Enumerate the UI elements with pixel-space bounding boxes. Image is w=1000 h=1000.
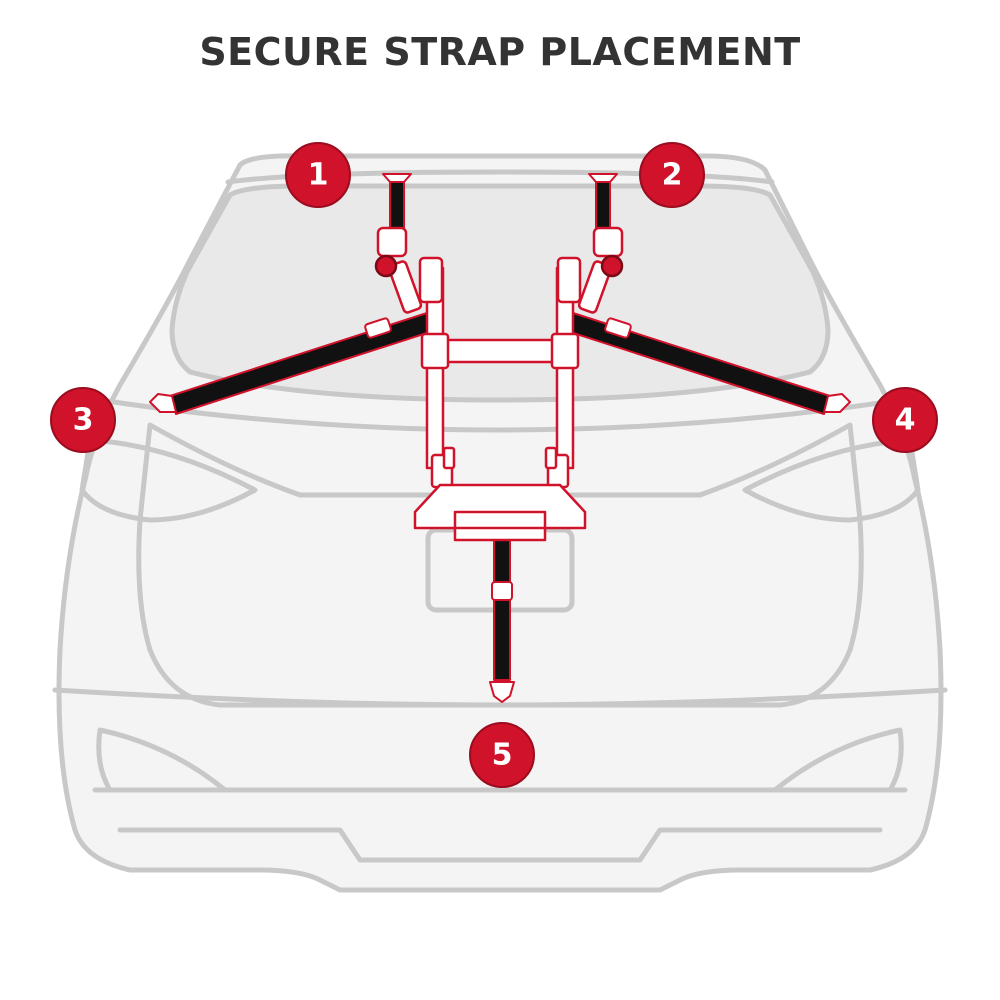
marker-3-circle xyxy=(50,387,116,453)
rack-right-clamp xyxy=(592,226,624,258)
marker-1-label: 1 xyxy=(308,158,329,193)
strap-5-hook xyxy=(489,681,515,703)
strap-5-buckle xyxy=(491,581,513,601)
marker-5: 5 xyxy=(469,722,535,788)
marker-2-circle xyxy=(639,142,705,208)
rack-crossbar-joint-left xyxy=(420,332,450,370)
marker-2: 2 xyxy=(639,142,705,208)
strap-3-hook xyxy=(149,393,177,413)
strap-2 xyxy=(595,177,611,229)
strap-4-buckle xyxy=(604,317,632,339)
marker-4: 4 xyxy=(872,387,938,453)
rack-left-top-joint xyxy=(418,256,444,304)
bumper-line xyxy=(52,687,948,708)
trunk-lid xyxy=(136,422,864,708)
left-tail-light xyxy=(79,437,258,523)
strap-4-hook xyxy=(823,393,851,413)
rack-crossbar-joint-right xyxy=(550,332,580,370)
strap-2-hook xyxy=(588,173,618,183)
marker-3: 3 xyxy=(50,387,116,453)
marker-5-circle xyxy=(469,722,535,788)
marker-5-label: 5 xyxy=(492,738,513,773)
marker-1: 1 xyxy=(285,142,351,208)
right-tail-light xyxy=(742,437,921,523)
bike-rack xyxy=(374,226,624,542)
rack-right-knob xyxy=(600,254,624,278)
rack-base-bar xyxy=(453,510,547,530)
strap-1-hook xyxy=(382,173,412,183)
marker-4-label: 4 xyxy=(895,403,916,438)
marker-2-label: 2 xyxy=(662,158,683,193)
rack-crossbar xyxy=(441,338,559,364)
strap-1 xyxy=(389,177,405,229)
shoulder-line xyxy=(97,397,903,433)
marker-3-label: 3 xyxy=(73,403,94,438)
rack-left-post xyxy=(442,446,456,470)
rack-right-post xyxy=(544,446,558,470)
lower-valance xyxy=(117,827,883,863)
rack-left-clamp xyxy=(376,226,408,258)
left-reflector xyxy=(96,727,228,793)
marker-4-circle xyxy=(872,387,938,453)
strap-markers: 1 2 3 4 5 xyxy=(50,142,938,788)
rack-left-knob xyxy=(374,254,398,278)
strap-3-buckle xyxy=(364,317,392,339)
rack-right-top-joint xyxy=(556,256,582,304)
marker-1-circle xyxy=(285,142,351,208)
right-reflector xyxy=(772,727,904,793)
page-title: SECURE STRAP PLACEMENT xyxy=(199,30,801,74)
